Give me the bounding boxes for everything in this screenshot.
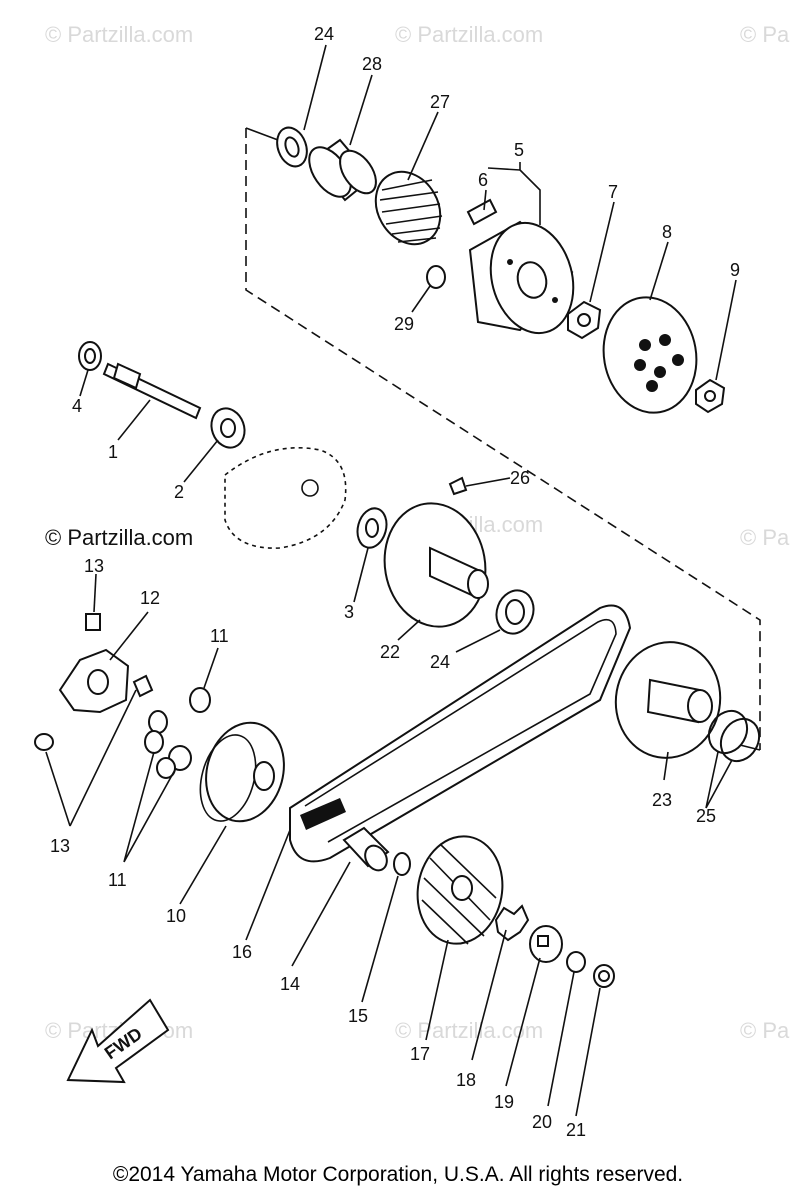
callout-12: 12 <box>140 588 160 608</box>
callout-14: 14 <box>280 974 300 994</box>
callout-15: 15 <box>348 1006 368 1026</box>
part-21-nut <box>593 964 615 988</box>
part-16-v-belt <box>289 604 632 863</box>
part-14-collar <box>342 826 390 872</box>
part-20-washer <box>566 951 586 973</box>
callout-11-top: 11 <box>210 626 229 646</box>
ghost-cover <box>224 447 347 549</box>
callout-29: 29 <box>394 314 414 334</box>
part-26-plug <box>448 476 468 496</box>
part-19-lock-washer <box>529 925 563 963</box>
part-25-o-rings <box>707 709 761 763</box>
leader-lines <box>45 44 737 1117</box>
part-22-secondary-sheave <box>383 502 489 628</box>
part-1-shaft <box>102 362 202 420</box>
assembly-dashed-line <box>245 128 761 750</box>
callout-17: 17 <box>410 1044 430 1064</box>
part-24-lower-ring <box>495 589 535 635</box>
watermark-top-center: © Partzilla.com <box>395 22 543 47</box>
part-10-primary-sliding-sheave <box>199 721 285 823</box>
part-9-nut <box>695 378 726 414</box>
callout-24-top: 24 <box>314 24 334 44</box>
callout-9: 9 <box>730 260 740 280</box>
callout-8: 8 <box>662 222 672 242</box>
callout-25: 25 <box>696 806 716 826</box>
part-24-washer <box>276 126 308 168</box>
callout-13-bottom: 13 <box>50 836 70 856</box>
part-11-rollers <box>144 687 211 779</box>
callout-5: 5 <box>514 140 524 160</box>
callout-10: 10 <box>166 906 186 926</box>
part-27-spring <box>374 170 443 246</box>
part-13-slider-left <box>34 733 54 751</box>
callout-3: 3 <box>344 602 354 622</box>
part-7-nut <box>567 300 602 340</box>
part-18-plate <box>494 904 530 942</box>
callout-labels: 24 28 27 5 6 7 8 9 29 4 1 2 26 3 22 24 1… <box>50 24 740 1140</box>
watermark-bottom-right: © Pa <box>740 1018 790 1043</box>
part-23-secondary-fixed-sheave <box>614 641 722 759</box>
callout-6: 6 <box>478 170 488 190</box>
part-17-fixed-sheave-fan <box>416 835 504 945</box>
callout-21: 21 <box>566 1120 586 1140</box>
callout-7: 7 <box>608 182 618 202</box>
callout-18: 18 <box>456 1070 476 1090</box>
part-28-collar <box>308 138 377 202</box>
part-3-washer <box>356 507 388 549</box>
part-13-slider-top <box>85 613 101 631</box>
callout-24-lower: 24 <box>430 652 450 672</box>
part-15-washer <box>393 852 411 876</box>
watermark-top-right: © Pa <box>740 22 790 47</box>
callout-23: 23 <box>652 790 672 810</box>
part-2-bearing <box>210 407 246 449</box>
part-29-ring <box>426 265 446 289</box>
watermark-top-left: © Partzilla.com <box>45 22 193 47</box>
copyright-notice: ©2014 Yamaha Motor Corporation, U.S.A. A… <box>112 1163 684 1186</box>
assembly-dashed-line-end <box>739 744 761 751</box>
watermark-mid-right: © Pa <box>740 525 790 550</box>
part-6-pin <box>466 198 498 226</box>
part-4-bearing <box>78 341 102 371</box>
part-13-slider-right <box>132 674 154 698</box>
callout-22: 22 <box>380 642 400 662</box>
callout-11-bottom: 11 <box>108 870 127 890</box>
callout-20: 20 <box>532 1112 552 1132</box>
callout-28: 28 <box>362 54 382 74</box>
part-12-cam <box>58 648 130 714</box>
callout-13-top: 13 <box>84 556 104 576</box>
callout-4: 4 <box>72 396 82 416</box>
callout-2: 2 <box>174 482 184 502</box>
callout-16: 16 <box>232 942 252 962</box>
watermark-mid-left: © Partzilla.com <box>45 525 193 550</box>
callout-1: 1 <box>108 442 118 462</box>
callout-19: 19 <box>494 1092 514 1112</box>
assembly-dashed-line-top <box>245 127 279 141</box>
part-5-clutch-carrier <box>468 220 575 335</box>
callout-26: 26 <box>510 468 530 488</box>
callout-27: 27 <box>430 92 450 112</box>
part-8-clutch-housing <box>602 296 698 414</box>
